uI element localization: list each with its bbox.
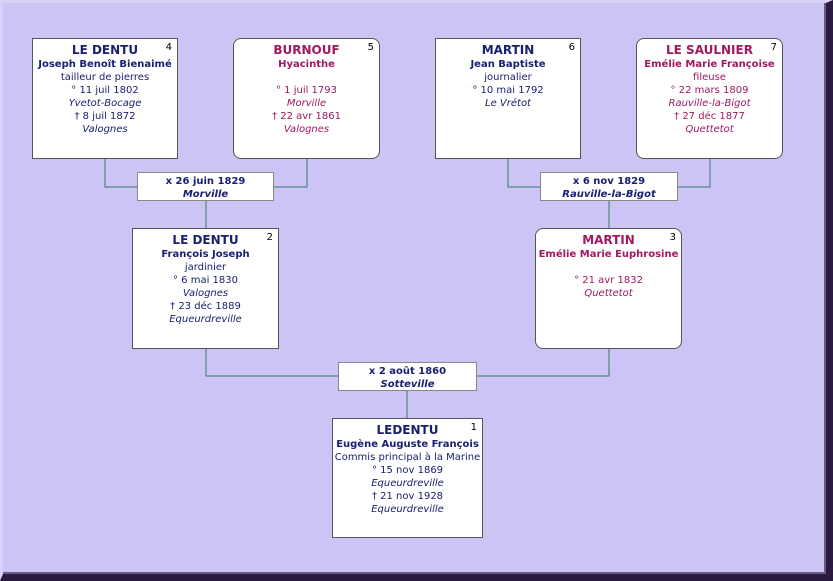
marriage-date: x 6 nov 1829	[572, 176, 646, 187]
person-given-names: Hyacinthe	[278, 59, 335, 70]
person-occupation	[234, 71, 379, 84]
person-card-2[interactable]: 2 LE DENTU François Joseph jardinier ° 6…	[132, 228, 279, 349]
person-given-names: François Joseph	[161, 249, 250, 260]
person-death-date: † 22 avr 1861	[272, 111, 341, 122]
person-death-date: † 27 déc 1877	[674, 111, 745, 122]
person-birth-place: Morville	[286, 98, 327, 109]
person-number: 3	[669, 232, 676, 243]
person-surname: MARTIN	[481, 43, 535, 57]
marriage-place: Morville	[182, 189, 229, 200]
marriage-date: x 26 juin 1829	[165, 176, 246, 187]
person-birth-date: ° 15 nov 1869	[371, 465, 444, 476]
person-occupation	[536, 261, 681, 274]
person-given-names: Jean Baptiste	[470, 59, 546, 70]
person-surname: BURNOUF	[273, 43, 340, 57]
person-birth-place: Equeurdreville	[371, 478, 444, 489]
marriage-box-4-5[interactable]: x 26 juin 1829 Morville	[137, 172, 274, 201]
marriage-place: Sotteville	[380, 379, 435, 390]
person-occupation: Commis principal à la Marine	[334, 452, 481, 463]
person-death-place: Valognes	[283, 124, 330, 135]
marriage-place: Rauville-la-Bigot	[562, 189, 656, 200]
person-card-7[interactable]: 7 LE SAULNIER Emélie Marie Françoise fil…	[636, 38, 783, 159]
person-birth-place: Le Vrétot	[485, 98, 531, 109]
person-surname: MARTIN	[582, 233, 635, 247]
person-death-date: † 23 déc 1889	[170, 301, 241, 312]
person-given-names: Emélie Marie Françoise	[644, 59, 775, 70]
person-given-names: Emélie Marie Euphrosine	[538, 249, 679, 260]
person-birth-place: Rauville-la-Bigot	[668, 98, 751, 109]
person-given-names: Eugène Auguste François	[336, 439, 479, 450]
person-card-1[interactable]: 1 LEDENTU Eugène Auguste François Commis…	[332, 418, 483, 538]
person-card-6[interactable]: 6 MARTIN Jean Baptiste journalier ° 10 m…	[435, 38, 581, 159]
person-occupation: journalier	[484, 72, 532, 83]
person-surname: LEDENTU	[376, 423, 439, 437]
person-number: 1	[470, 422, 477, 433]
person-number: 5	[367, 42, 374, 53]
person-card-3[interactable]: 3 MARTIN Emélie Marie Euphrosine ° 21 av…	[535, 228, 682, 349]
person-surname: LE DENTU	[71, 43, 139, 57]
marriage-box-2-3[interactable]: x 2 août 1860 Sotteville	[338, 362, 477, 391]
person-surname: LE DENTU	[172, 233, 239, 247]
person-occupation: tailleur de pierres	[60, 72, 150, 83]
person-birth-place: Quettetot	[584, 288, 633, 299]
person-death-place: Valognes	[82, 124, 128, 135]
marriage-box-6-7[interactable]: x 6 nov 1829 Rauville-la-Bigot	[540, 172, 678, 201]
person-surname: LE SAULNIER	[666, 43, 753, 57]
person-number: 7	[770, 42, 777, 53]
person-birth-date: ° 22 mars 1809	[670, 85, 749, 96]
person-card-5[interactable]: 5 BURNOUF Hyacinthe ° 1 juil 1793 Morvil…	[233, 38, 380, 159]
person-birth-place: Valognes	[182, 288, 229, 299]
person-death-place: Equeurdreville	[371, 504, 444, 515]
person-birth-place: Yvetot-Bocage	[68, 98, 142, 109]
person-occupation: fileuse	[693, 72, 726, 83]
person-death-date: † 8 juil 1872	[74, 111, 136, 122]
person-birth-date: ° 1 juil 1793	[275, 85, 338, 96]
person-given-names: Joseph Benoît Bienaimé	[38, 59, 172, 70]
person-occupation: jardinier	[184, 262, 227, 273]
person-number: 4	[165, 42, 172, 53]
person-number: 2	[266, 232, 273, 243]
person-card-4[interactable]: 4 LE DENTU Joseph Benoît Bienaimé taille…	[32, 38, 178, 159]
person-birth-date: ° 11 juil 1802	[71, 85, 139, 96]
person-death-place: Equeurdreville	[169, 314, 242, 325]
marriage-date: x 2 août 1860	[368, 366, 447, 377]
person-birth-date: ° 10 mai 1792	[472, 85, 544, 96]
person-birth-date: ° 21 avr 1832	[574, 275, 643, 286]
person-death-date: † 21 nov 1928	[371, 491, 444, 502]
person-death-place: Quettetot	[685, 124, 734, 135]
person-birth-date: ° 6 mai 1830	[173, 275, 238, 286]
person-number: 6	[568, 42, 575, 53]
